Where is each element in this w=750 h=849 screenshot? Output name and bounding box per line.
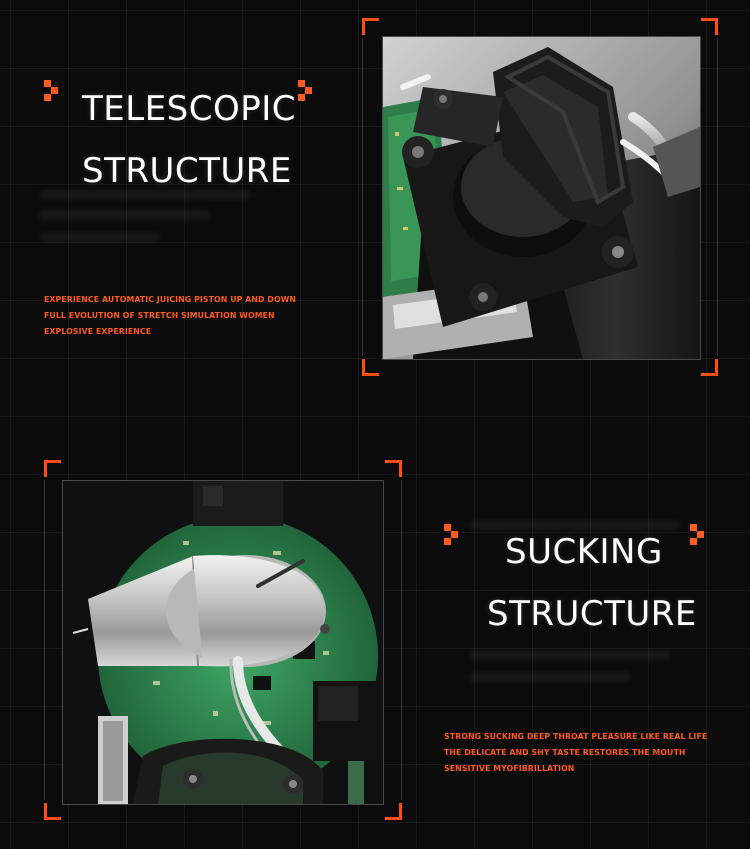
section-title-line2: STRUCTURE <box>82 151 292 191</box>
telescopic-section: TELESCOPIC STRUCTURE EXPERIENCE AUTOMATI… <box>0 0 750 420</box>
ghost-text <box>40 232 160 242</box>
ghost-text <box>470 650 670 660</box>
section-title-line1: SUCKING <box>505 532 663 572</box>
pixel-decoration-icon <box>444 524 466 546</box>
sucking-section: SUCKING STRUCTURE STRONG SUCKING DEEP TH… <box>0 420 750 849</box>
ghost-text <box>40 210 210 220</box>
description-line: EXPLOSIVE EXPERIENCE <box>44 327 152 336</box>
description-line: EXPERIENCE AUTOMATIC JUICING PISTON UP A… <box>44 295 297 304</box>
telescopic-structure-image <box>382 36 701 360</box>
pixel-decoration-icon <box>44 80 66 102</box>
image-frame <box>44 460 402 820</box>
section-title-line1: TELESCOPIC <box>82 89 297 129</box>
pixel-decoration-icon <box>298 80 320 102</box>
section-description: EXPERIENCE AUTOMATIC JUICING PISTON UP A… <box>44 292 296 340</box>
ghost-text <box>40 190 250 200</box>
section-description: STRONG SUCKING DEEP THROAT PLEASURE LIKE… <box>444 729 707 777</box>
ghost-text <box>470 520 680 530</box>
description-line: SENSITIVE MYOFIBRILLATION <box>444 764 575 773</box>
description-line: FULL EVOLUTION OF STRETCH SIMULATION WOM… <box>44 311 275 320</box>
image-frame <box>362 18 718 376</box>
description-line: STRONG SUCKING DEEP THROAT PLEASURE LIKE… <box>444 732 708 741</box>
sucking-structure-image <box>62 480 384 805</box>
pixel-decoration-icon <box>690 524 712 546</box>
section-title-line2: STRUCTURE <box>487 594 697 634</box>
description-line: THE DELICATE AND SHY TASTE RESTORES THE … <box>444 748 686 757</box>
ghost-text <box>470 672 630 682</box>
